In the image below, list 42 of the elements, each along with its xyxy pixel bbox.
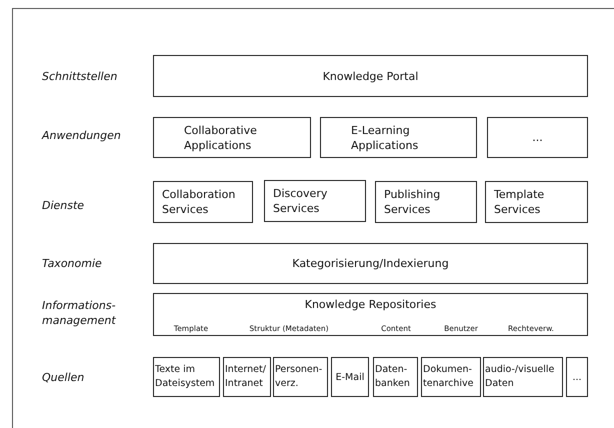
- layer-box: [485, 181, 588, 223]
- layer-box: [153, 357, 220, 397]
- box-label: ...: [532, 130, 543, 145]
- box-label: Texte im Dateisystem: [154, 363, 216, 391]
- box-label: Publishing Services: [383, 187, 442, 217]
- layer-box: [421, 357, 481, 397]
- layer-name: Taxonomie: [42, 256, 103, 271]
- layer-box: [153, 117, 311, 158]
- box-label: Template Services: [493, 187, 546, 217]
- box-label: Collaborative Applications: [183, 122, 258, 152]
- box-label: ...: [572, 370, 582, 384]
- layer-box: [487, 117, 588, 158]
- layer-box: [264, 180, 366, 222]
- layer-name: Dienste: [42, 198, 86, 213]
- layer-box: [483, 357, 563, 397]
- layer-box: [153, 243, 588, 284]
- box-label: E-Mail: [336, 370, 364, 384]
- box-label: Discovery Services: [272, 186, 328, 216]
- box-label: Knowledge Portal: [322, 68, 418, 84]
- layer-name: Schnittstellen: [42, 69, 118, 84]
- layer-box: [331, 357, 369, 397]
- layer-box: [153, 55, 588, 97]
- layer-name: Anwendungen: [42, 128, 122, 143]
- layer-box: [153, 181, 253, 223]
- layer-box: [273, 357, 328, 397]
- layer-box: [375, 181, 477, 223]
- layer-box: [320, 117, 477, 158]
- box-label: Kategorisierung/Indexierung: [292, 256, 449, 271]
- layer-box: [153, 293, 588, 336]
- box-label: Knowledge Repositories: [304, 297, 438, 312]
- box-label: Internet/ Intranet: [224, 363, 267, 391]
- layer-box: [566, 357, 588, 397]
- box-label: Daten- banken: [374, 363, 411, 391]
- layer-name: Informations- management: [42, 298, 117, 328]
- layer-name: Quellen: [42, 370, 86, 385]
- box-label: Dokumen- tenarchive: [422, 363, 474, 391]
- box-label: Personen- verz.: [274, 363, 324, 391]
- box-label: Collaboration Services: [161, 187, 236, 217]
- layer-box: [223, 357, 271, 397]
- box-label: E-Learning Applications: [350, 122, 420, 152]
- layer-box: [373, 357, 418, 397]
- box-label: audio-/visuelle Daten: [484, 363, 556, 391]
